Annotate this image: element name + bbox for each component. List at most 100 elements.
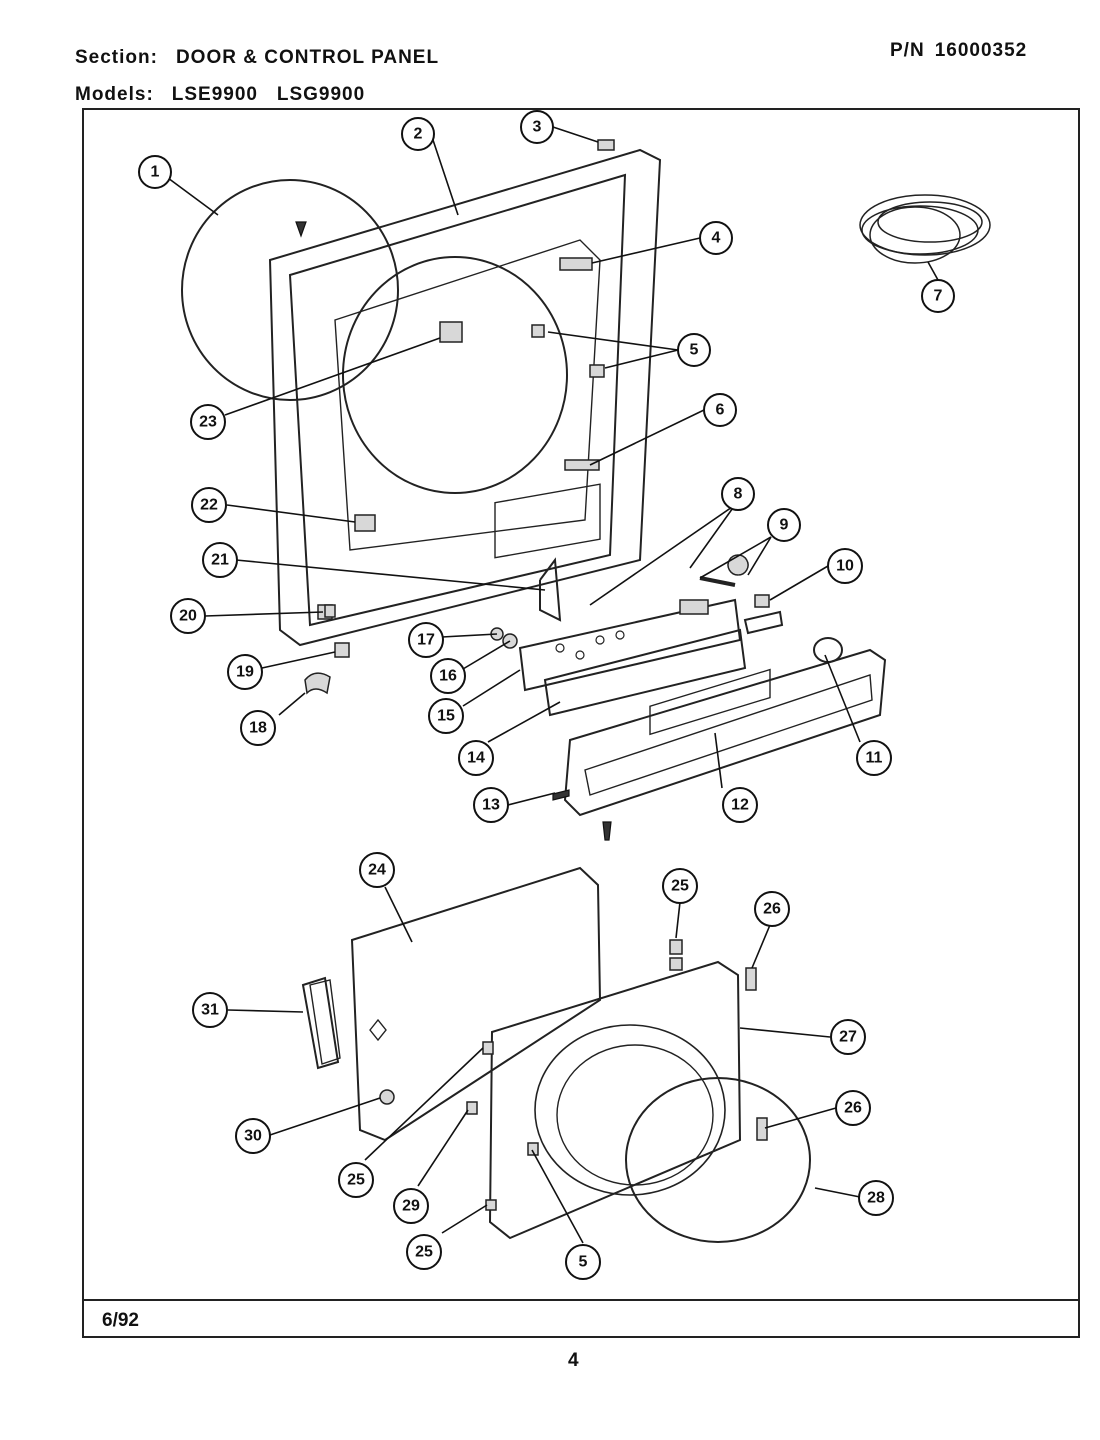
callout-label: 13	[482, 797, 500, 814]
callout-label: 8	[734, 486, 743, 503]
callout-16: 16	[430, 658, 466, 694]
callout-24: 24	[359, 852, 395, 888]
part-number: P/N 16000352	[890, 40, 1027, 62]
callout-30: 30	[235, 1118, 271, 1154]
callout-label: 17	[417, 632, 435, 649]
callout-label: 26	[763, 901, 781, 918]
callout-5: 5	[677, 333, 711, 367]
revision-date: 6/92	[102, 1310, 139, 1331]
callout-label: 23	[199, 414, 217, 431]
callout-13: 13	[473, 787, 509, 823]
overlay-strip-part	[743, 610, 784, 635]
callout-label: 16	[439, 668, 457, 685]
screw-lower-part	[602, 821, 612, 841]
section-label: Section:	[75, 47, 158, 68]
clip-part	[597, 139, 615, 151]
callout-label: 28	[867, 1190, 885, 1207]
callout-label: 18	[249, 720, 267, 737]
callout-label: 3	[533, 119, 542, 136]
callout-1: 1	[138, 155, 172, 189]
callout-label: 5	[579, 1254, 588, 1271]
diagram-frame	[82, 108, 1080, 1338]
bracket-part	[334, 642, 350, 658]
callout-5-bottom: 5	[565, 1244, 601, 1280]
callout-label: 25	[671, 878, 689, 895]
models-label: Models:	[75, 84, 154, 105]
callout-label: 11	[866, 750, 883, 767]
callout-label: 10	[836, 558, 854, 575]
switch-9-part	[727, 554, 749, 576]
callout-label: 5	[690, 342, 699, 359]
callout-28: 28	[858, 1180, 894, 1216]
callout-label: 6	[716, 402, 725, 419]
callout-9: 9	[767, 508, 801, 542]
door-gasket-part	[625, 1077, 811, 1243]
callout-17: 17	[408, 622, 444, 658]
callout-label: 30	[244, 1128, 262, 1145]
knob-part	[813, 637, 843, 663]
callout-label: 12	[731, 797, 749, 814]
pn-value: 16000352	[934, 40, 1028, 61]
nut-10-part	[754, 594, 770, 608]
callout-label: 21	[211, 552, 229, 569]
page-number: 4	[568, 1350, 579, 1371]
callout-23: 23	[190, 404, 226, 440]
callout-25-top: 25	[662, 868, 698, 904]
callout-label: 25	[347, 1172, 365, 1189]
callout-label: 25	[415, 1244, 433, 1261]
screw-part	[295, 221, 307, 238]
callout-7: 7	[921, 279, 955, 313]
callout-25-mid: 25	[338, 1162, 374, 1198]
callout-22: 22	[191, 487, 227, 523]
callout-label: 15	[437, 708, 455, 725]
callout-label: 29	[402, 1198, 420, 1215]
callout-label: 24	[368, 862, 386, 879]
callout-21: 21	[202, 542, 238, 578]
leader-lines	[167, 126, 939, 1244]
callout-label: 26	[844, 1100, 862, 1117]
gasket-ring-part	[181, 179, 399, 401]
handle-part	[301, 976, 341, 1070]
callout-14: 14	[458, 740, 494, 776]
section-title: DOOR & CONTROL PANEL	[175, 47, 440, 68]
callout-label: 14	[467, 750, 485, 767]
hinge-top-part	[669, 939, 683, 955]
spring-13-part	[552, 789, 570, 801]
callout-31: 31	[192, 992, 228, 1028]
callout-8: 8	[721, 477, 755, 511]
callout-25-bottom: 25	[406, 1234, 442, 1270]
callout-11: 11	[856, 740, 892, 776]
clip-20-part	[324, 604, 336, 618]
callout-label: 7	[934, 288, 943, 305]
latch-26-part	[745, 967, 757, 991]
callout-19: 19	[227, 654, 263, 690]
callout-label: 20	[179, 608, 197, 625]
front-panel-part	[268, 148, 662, 647]
latch-part	[304, 672, 331, 695]
callout-6: 6	[703, 393, 737, 427]
callout-10: 10	[827, 548, 863, 584]
wire-harness-part	[859, 194, 991, 264]
outer-door-part	[466, 960, 742, 1240]
callout-label: 27	[839, 1029, 857, 1046]
callout-label: 9	[780, 517, 789, 534]
switch-wire-part	[699, 576, 736, 587]
callout-label: 19	[236, 664, 254, 681]
callout-12: 12	[722, 787, 758, 823]
latch-26b-part	[756, 1117, 768, 1141]
console-part	[563, 648, 887, 817]
control-board-part	[518, 598, 747, 717]
callout-2: 2	[401, 117, 435, 151]
callout-18: 18	[240, 710, 276, 746]
callout-29: 29	[393, 1188, 429, 1224]
callout-label: 22	[200, 497, 218, 514]
callout-26-top: 26	[754, 891, 790, 927]
pn-label: P/N	[890, 40, 925, 61]
inner-door-part	[350, 866, 602, 1142]
models-value: LSE9900 LSG9900	[171, 84, 366, 105]
callout-26-bottom: 26	[835, 1090, 871, 1126]
callout-label: 4	[712, 230, 721, 247]
models-header: Models: LSE9900 LSG9900	[75, 84, 365, 106]
callout-label: 31	[201, 1002, 219, 1019]
